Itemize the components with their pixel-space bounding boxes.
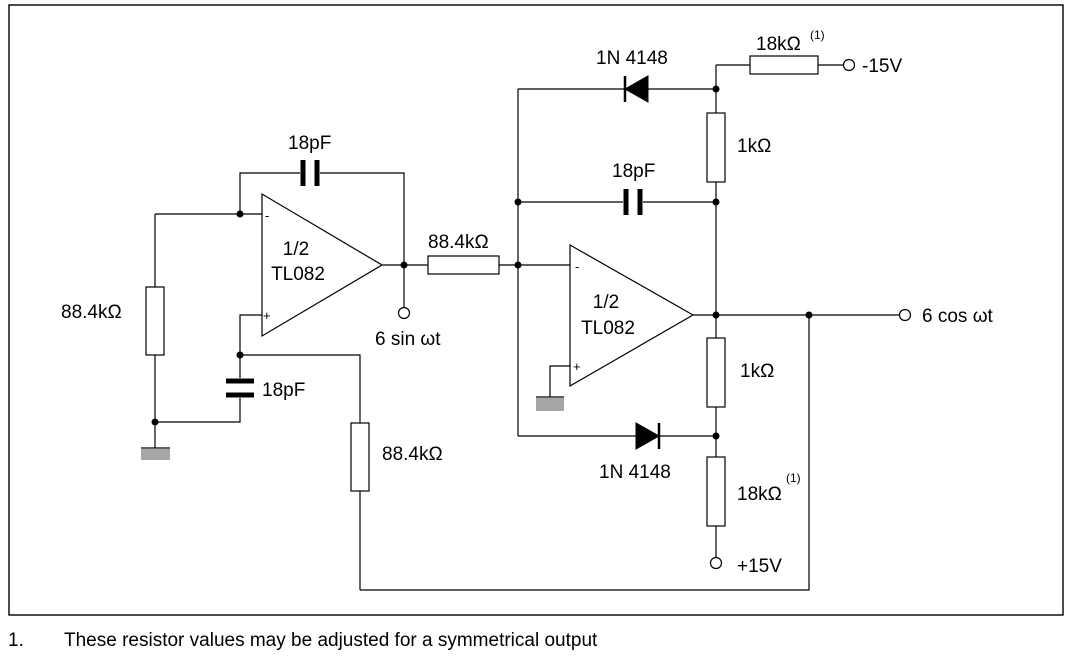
diode-bottom-label: 1N 4148 [599, 462, 671, 483]
resistor-bottom-1k-label: 1kΩ [740, 361, 774, 382]
capacitor-feedback1-label: 18pF [288, 133, 331, 154]
resistor-bottom-18k [706, 456, 726, 527]
wiring-opamp2 [360, 64, 900, 591]
terminal-negative-supply[interactable] [842, 58, 856, 72]
ground-symbol-1 [141, 447, 170, 460]
oscillator-schematic: - + 1/2 TL082 18pF 18pF 88.4kΩ 88.4kΩ 88… [8, 4, 1064, 616]
diode-bottom [635, 422, 661, 450]
wiring-opamp1 [154, 172, 570, 590]
supply-positive-label: +15V [737, 556, 782, 577]
opamp1-label-fraction: 1/2 [283, 239, 309, 260]
footnote-number: 1. [8, 630, 24, 651]
opamp2-triangle [569, 243, 695, 388]
resistor-bottom-1k [706, 337, 726, 408]
terminal-positive-supply[interactable] [709, 556, 723, 570]
capacitor-noninv1 [226, 378, 254, 398]
diode-top-label: 1N 4148 [596, 48, 668, 69]
resistor-top-18k-note: (1) [810, 28, 825, 42]
terminal-cos-output[interactable] [898, 308, 912, 322]
opamp2-label-part: TL082 [581, 318, 635, 339]
resistor-feedback-return [350, 422, 370, 492]
terminal-sin-output[interactable] [397, 306, 411, 320]
resistor-series [427, 255, 500, 275]
resistor-inv1-ground [145, 286, 165, 356]
opamp1-triangle [261, 192, 384, 338]
opamp2-label-fraction: 1/2 [593, 292, 619, 313]
supply-negative-label: -15V [862, 56, 902, 77]
output-sin-label: 6 sin ωt [375, 329, 441, 350]
capacitor-feedback1 [300, 160, 320, 186]
capacitor-feedback2 [623, 189, 643, 215]
capacitor-noninv1-label: 18pF [262, 380, 305, 401]
diagram-frame [8, 4, 1064, 616]
resistor-feedback-return-label: 88.4kΩ [382, 444, 443, 465]
opamp1-label-part: TL082 [271, 264, 325, 285]
footnote: 1. These resistor values may be adjusted … [8, 630, 597, 652]
resistor-top-18k-label: 18kΩ [756, 34, 801, 55]
capacitor-feedback2-label: 18pF [612, 161, 655, 182]
resistor-series-label: 88.4kΩ [428, 232, 489, 253]
opamp2-inverting-sign: - [575, 259, 579, 274]
opamp2-noninverting-sign: + [573, 359, 581, 374]
footnote-text: These resistor values may be adjusted fo… [64, 630, 598, 651]
diode-top [623, 75, 649, 103]
opamp1-inverting-sign: - [265, 208, 269, 223]
resistor-top-18k [749, 55, 819, 75]
resistor-top-1k [706, 112, 726, 183]
resistor-inv1-ground-label: 88.4kΩ [61, 302, 122, 323]
resistor-bottom-18k-note: (1) [786, 471, 801, 485]
output-cos-label: 6 cos ωt [922, 306, 994, 327]
opamp1-noninverting-sign: + [263, 308, 271, 323]
resistor-top-1k-label: 1kΩ [737, 136, 771, 157]
resistor-bottom-18k-label: 18kΩ [737, 484, 782, 505]
ground-symbol-2 [536, 396, 564, 411]
